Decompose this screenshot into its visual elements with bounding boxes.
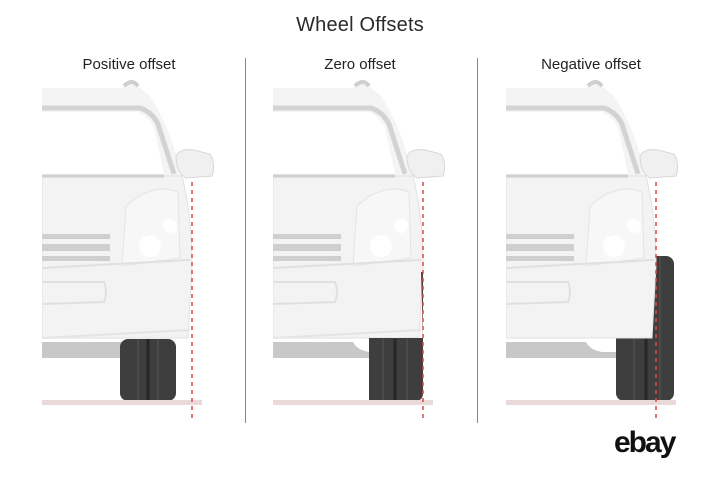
panel-zero-offset [273,76,473,421]
panel-positive-offset [42,76,242,421]
divider-2 [477,58,478,423]
car-front-illustration [506,80,679,418]
tire-icon [369,272,423,401]
tire-icon [120,339,176,401]
panel-label-positive: Positive offset [82,56,176,73]
panel-negative-offset [506,76,706,421]
panel-label-negative: Negative offset [541,56,641,73]
panel-label-zero: Zero offset [324,56,396,73]
ebay-logo: ebay [614,426,676,459]
car-front-illustration [42,80,215,418]
divider-1 [245,58,246,423]
car-front-illustration [273,80,446,418]
diagram-title: Wheel Offsets [296,14,424,36]
